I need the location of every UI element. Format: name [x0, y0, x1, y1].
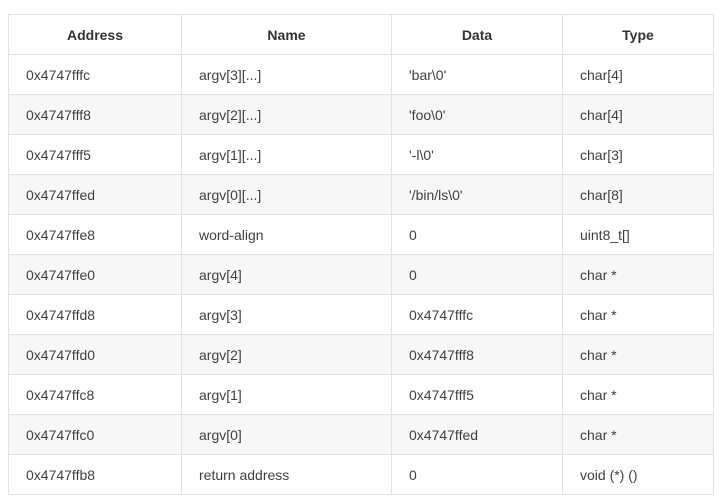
cell-name: argv[0][...] [181, 174, 392, 215]
cell-address: 0x4747ffe0 [8, 254, 182, 295]
cell-address: 0x4747ffed [8, 174, 182, 215]
cell-type: uint8_t[] [562, 214, 714, 255]
column-header-address: Address [8, 14, 182, 55]
cell-data: 0x4747fff8 [391, 334, 563, 375]
cell-address: 0x4747ffc8 [8, 374, 182, 415]
cell-address: 0x4747fff5 [8, 134, 182, 175]
cell-data: 0 [391, 454, 563, 495]
cell-type: char * [562, 334, 714, 375]
column-header-data: Data [391, 14, 563, 55]
cell-type: char * [562, 254, 714, 295]
cell-type: char * [562, 294, 714, 335]
cell-name: argv[4] [181, 254, 392, 295]
cell-name: argv[0] [181, 414, 392, 455]
cell-data: 0x4747fffc [391, 294, 563, 335]
column-header-name: Name [181, 14, 392, 55]
table-row: 0x4747ffd0 argv[2] 0x4747fff8 char * [8, 334, 714, 375]
cell-type: char[3] [562, 134, 714, 175]
cell-address: 0x4747ffd0 [8, 334, 182, 375]
cell-data: 0 [391, 214, 563, 255]
table-header-row: Address Name Data Type [8, 14, 714, 55]
cell-name: word-align [181, 214, 392, 255]
cell-type: char[4] [562, 54, 714, 95]
cell-data: 0x4747fff5 [391, 374, 563, 415]
cell-name: argv[1][...] [181, 134, 392, 175]
table-row: 0x4747ffe8 word-align 0 uint8_t[] [8, 214, 714, 255]
table-row: 0x4747ffe0 argv[4] 0 char * [8, 254, 714, 295]
cell-name: argv[3] [181, 294, 392, 335]
table-row: 0x4747ffed argv[0][...] '/bin/ls\0' char… [8, 174, 714, 215]
table-row: 0x4747fff5 argv[1][...] '-l\0' char[3] [8, 134, 714, 175]
cell-address: 0x4747ffe8 [8, 214, 182, 255]
table-row: 0x4747ffc8 argv[1] 0x4747fff5 char * [8, 374, 714, 415]
cell-address: 0x4747ffb8 [8, 454, 182, 495]
cell-data: '-l\0' [391, 134, 563, 175]
cell-type: char * [562, 374, 714, 415]
cell-name: argv[3][...] [181, 54, 392, 95]
cell-name: argv[2][...] [181, 94, 392, 135]
table-row: 0x4747fff8 argv[2][...] 'foo\0' char[4] [8, 94, 714, 135]
cell-type: char[4] [562, 94, 714, 135]
cell-address: 0x4747ffd8 [8, 294, 182, 335]
table-row: 0x4747ffd8 argv[3] 0x4747fffc char * [8, 294, 714, 335]
table-row: 0x4747ffb8 return address 0 void (*) () [8, 454, 714, 495]
cell-data: 0x4747ffed [391, 414, 563, 455]
cell-address: 0x4747ffc0 [8, 414, 182, 455]
cell-name: argv[1] [181, 374, 392, 415]
cell-address: 0x4747fff8 [8, 94, 182, 135]
table-row: 0x4747fffc argv[3][...] 'bar\0' char[4] [8, 54, 714, 95]
cell-data: '/bin/ls\0' [391, 174, 563, 215]
cell-type: char[8] [562, 174, 714, 215]
column-header-type: Type [562, 14, 714, 55]
cell-name: argv[2] [181, 334, 392, 375]
cell-data: 0 [391, 254, 563, 295]
memory-layout-table: Address Name Data Type 0x4747fffc argv[3… [8, 14, 714, 495]
cell-data: 'foo\0' [391, 94, 563, 135]
cell-type: char * [562, 414, 714, 455]
cell-address: 0x4747fffc [8, 54, 182, 95]
cell-type: void (*) () [562, 454, 714, 495]
cell-data: 'bar\0' [391, 54, 563, 95]
cell-name: return address [181, 454, 392, 495]
table-row: 0x4747ffc0 argv[0] 0x4747ffed char * [8, 414, 714, 455]
